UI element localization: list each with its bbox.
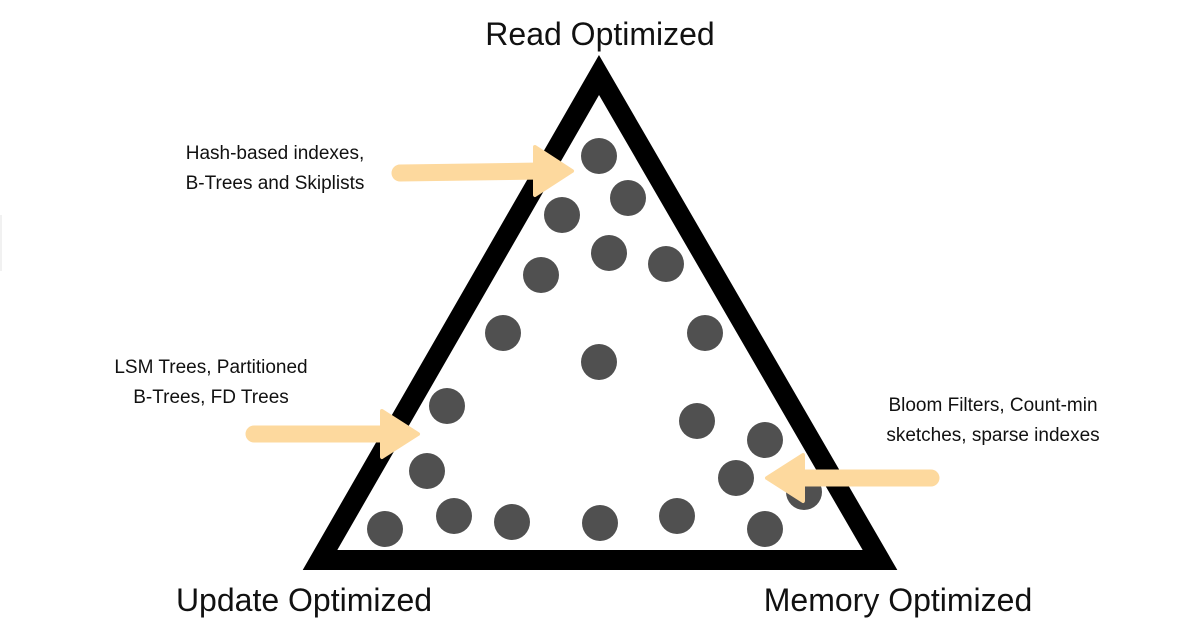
hash-annotation: Hash-based indexes, B-Trees and Skiplist… <box>186 139 365 199</box>
dot <box>367 511 403 547</box>
hash-annotation-line2: B-Trees and Skiplists <box>185 173 365 194</box>
dot <box>494 504 530 540</box>
dot <box>523 257 559 293</box>
dot <box>581 344 617 380</box>
dots-group <box>367 138 822 547</box>
dot <box>582 505 618 541</box>
edge-marker <box>0 215 2 271</box>
dot <box>679 403 715 439</box>
read-optimized-label: Read Optimized <box>485 16 715 52</box>
lsm-annotation-line2: B-Trees, FD Trees <box>133 387 289 408</box>
arrow-hash <box>391 145 574 197</box>
dot <box>544 197 580 233</box>
lsm-annotation: LSM Trees, Partitioned B-Trees, FD Trees <box>114 353 307 413</box>
arrow-lsm <box>245 409 420 459</box>
hash-annotation-line1: Hash-based indexes, <box>185 143 365 164</box>
dot <box>747 422 783 458</box>
dot <box>591 235 627 271</box>
dot <box>429 388 465 424</box>
dot <box>610 180 646 216</box>
bloom-annotation-line1: Bloom Filters, Count-min <box>888 395 1098 416</box>
lsm-annotation-line1: LSM Trees, Partitioned <box>114 357 308 378</box>
arrow-bloom <box>765 453 940 503</box>
bloom-annotation-line2: sketches, sparse indexes <box>886 425 1100 446</box>
dot <box>687 315 723 351</box>
dot <box>659 498 695 534</box>
dot <box>485 315 521 351</box>
dot <box>409 453 445 489</box>
dot <box>648 246 684 282</box>
dot <box>747 511 783 547</box>
triangle-outline <box>302 54 898 570</box>
dot <box>718 460 754 496</box>
bloom-annotation: Bloom Filters, Count-min sketches, spars… <box>886 391 1099 451</box>
update-optimized-label: Update Optimized <box>175 582 433 618</box>
memory-optimized-label: Memory Optimized <box>763 582 1033 618</box>
dot <box>436 498 472 534</box>
dot <box>581 138 617 174</box>
